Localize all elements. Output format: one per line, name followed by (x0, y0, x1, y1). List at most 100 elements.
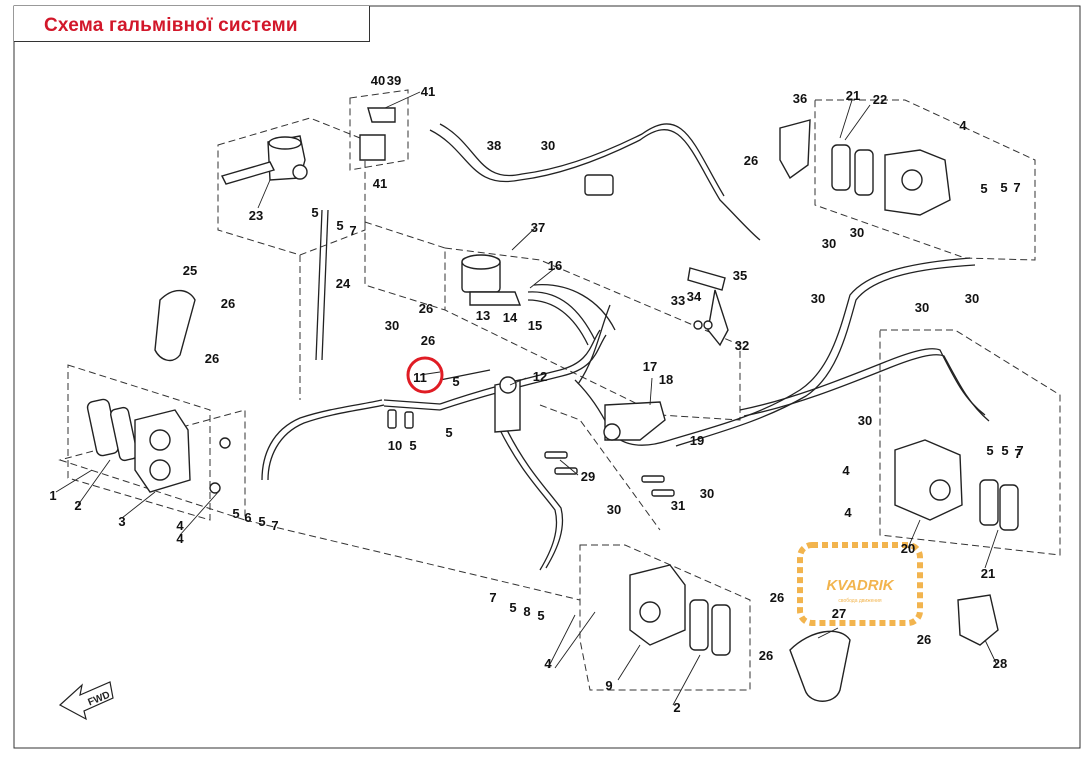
callout-26: 26 (419, 301, 433, 316)
callout-20: 20 (901, 541, 915, 556)
page-title: Схема гальмівної системи (44, 15, 298, 36)
abs-sensor-module (584, 174, 614, 196)
front-left-caliper (86, 398, 231, 494)
callout-35: 35 (733, 268, 747, 283)
forward-arrow-icon: FWD (58, 681, 114, 721)
callout-22: 22 (873, 92, 887, 107)
callout-18: 18 (659, 372, 673, 387)
callout-5: 5 (537, 608, 544, 623)
callout-21: 21 (981, 566, 995, 581)
callout-33: 33 (671, 293, 685, 308)
callout-26: 26 (759, 648, 773, 663)
callout-26: 26 (221, 296, 235, 311)
callout-4: 4 (842, 463, 850, 478)
callout-26: 26 (917, 632, 931, 647)
callout-1: 1 (49, 488, 56, 503)
callout-26: 26 (770, 590, 784, 605)
callout-29: 29 (581, 469, 595, 484)
callout-5: 5 (452, 374, 459, 389)
leader-lines (55, 91, 999, 706)
callout-37: 37 (531, 220, 545, 235)
callout-5: 5 (1000, 180, 1007, 195)
callout-23: 23 (249, 208, 263, 223)
callout-8: 8 (523, 604, 530, 619)
callout-5: 5 (258, 514, 265, 529)
callout-4: 4 (176, 518, 184, 533)
brake-guards (154, 289, 999, 702)
callout-11: 11 (413, 370, 427, 385)
callout-30: 30 (915, 300, 929, 315)
callout-7: 7 (271, 518, 278, 533)
callout-30: 30 (822, 236, 836, 251)
callout-6: 6 (244, 510, 251, 525)
components (86, 107, 1019, 702)
callout-5: 5 (509, 600, 516, 615)
callout-30: 30 (850, 225, 864, 240)
callout-38: 38 (487, 138, 501, 153)
callout-3: 3 (118, 514, 125, 529)
callout-5: 5 (986, 443, 993, 458)
callout-40: 40 (371, 73, 385, 88)
callout-5: 5 (409, 438, 416, 453)
diagram-frame (13, 5, 1081, 749)
callout-7: 7 (1016, 443, 1023, 458)
callout-13: 13 (476, 308, 490, 323)
callout-15: 15 (528, 318, 542, 333)
right-upper-caliper (779, 119, 951, 216)
callout-41: 41 (421, 84, 435, 99)
callout-36: 36 (793, 91, 807, 106)
callout-16: 16 (548, 258, 562, 273)
highlight-ring-callout-11 (406, 356, 444, 394)
callout-30: 30 (700, 486, 714, 501)
callout-21: 21 (846, 88, 860, 103)
callout-4: 4 (959, 118, 967, 133)
brake-switch-assembly (359, 107, 396, 161)
callout-4: 4 (544, 656, 552, 671)
callout-28: 28 (993, 656, 1007, 671)
callout-2: 2 (74, 498, 81, 513)
callout-32: 32 (735, 338, 749, 353)
watermark-logo: KVADRIK свобода движения (797, 542, 923, 626)
callout-30: 30 (607, 502, 621, 517)
callout-5: 5 (1001, 443, 1008, 458)
right-lower-caliper (894, 439, 1019, 531)
callout-2: 2 (673, 700, 680, 715)
title-box: Схема гальмівної системи (14, 6, 370, 42)
central-master-cylinder (461, 254, 522, 306)
brake-lines (261, 123, 990, 571)
callout-31: 31 (671, 498, 685, 513)
watermark-brand: KVADRIK (826, 577, 894, 594)
callout-26: 26 (421, 333, 435, 348)
callout-5: 5 (445, 425, 452, 440)
callout-10: 10 (388, 438, 402, 453)
callout-25: 25 (183, 263, 197, 278)
callout-5: 5 (980, 181, 987, 196)
proportioning-valve (494, 376, 521, 433)
callout-24: 24 (336, 276, 351, 291)
callout-27: 27 (832, 606, 846, 621)
callout-30: 30 (811, 291, 825, 306)
callout-5: 5 (232, 506, 239, 521)
callout-30: 30 (541, 138, 555, 153)
callout-26: 26 (205, 351, 219, 366)
callout-12: 12 (533, 369, 547, 384)
callout-14: 14 (503, 310, 518, 325)
callout-39: 39 (387, 73, 401, 88)
callout-5: 5 (311, 205, 318, 220)
callout-7: 7 (489, 590, 496, 605)
rear-caliper (629, 564, 731, 656)
callout-17: 17 (643, 359, 657, 374)
bolts (387, 409, 675, 497)
watermark-tagline: свобода движения (838, 598, 882, 604)
callout-7: 7 (1014, 446, 1021, 461)
callout-30: 30 (385, 318, 399, 333)
callout-30: 30 (858, 413, 872, 428)
callout-26: 26 (744, 153, 758, 168)
callout-7: 7 (349, 223, 356, 238)
callout-4: 4 (176, 531, 184, 546)
callout-7: 7 (1013, 180, 1020, 195)
callout-5: 5 (336, 218, 343, 233)
